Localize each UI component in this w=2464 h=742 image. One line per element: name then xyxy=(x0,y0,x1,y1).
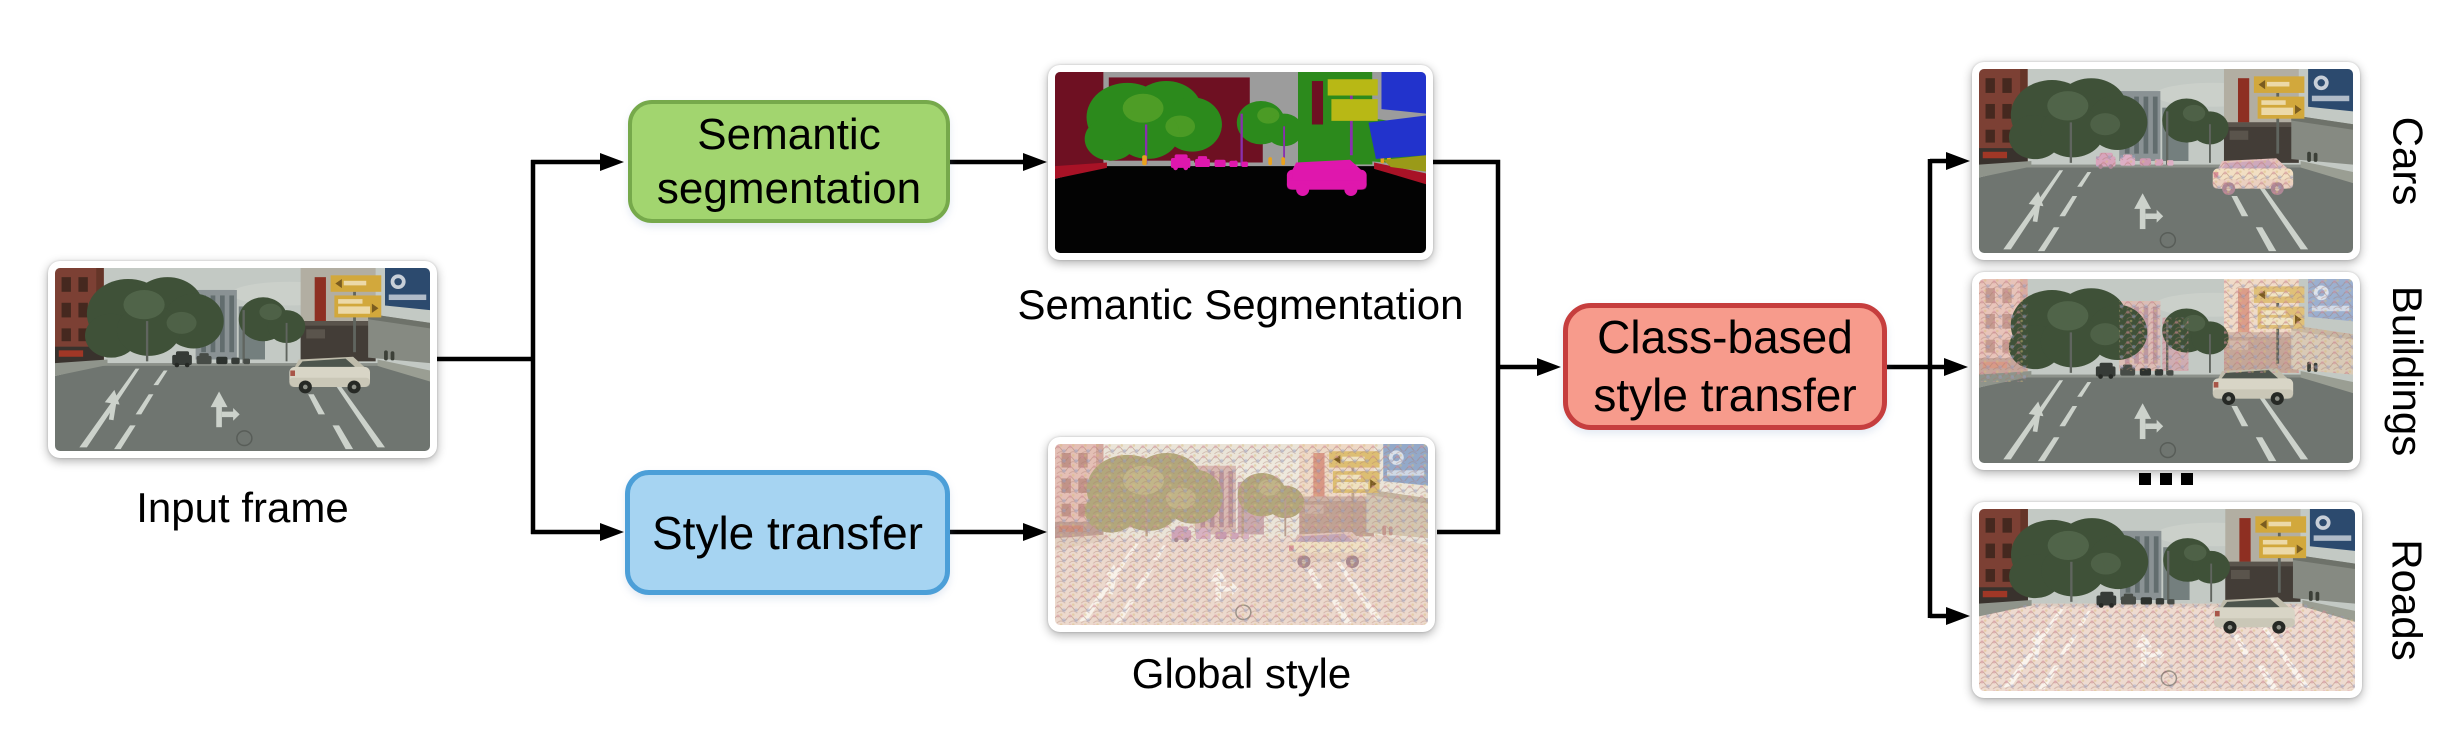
output-label-buildings-text: Buildings xyxy=(2384,285,2432,457)
output-label-roads-text: Roads xyxy=(2384,539,2431,661)
semantic-segmentation-image xyxy=(1048,65,1433,260)
output-cars-image xyxy=(1972,62,2360,260)
semantic-segmentation-caption: Semantic Segmentation xyxy=(1017,281,1464,328)
global-style-image xyxy=(1048,437,1435,632)
output-label-cars: Cars xyxy=(2352,62,2462,260)
edge-merge xyxy=(1433,159,1501,535)
ellipsis-more-outputs xyxy=(2130,473,2202,485)
semantic-segmentation-box: Semantic segmentation xyxy=(628,100,950,223)
style-transfer-box: Style transfer xyxy=(625,470,950,595)
output-buildings-image xyxy=(1972,272,2360,470)
output-label-cars-text: Cars xyxy=(2384,116,2431,206)
ellipsis-dot xyxy=(2139,473,2151,485)
global-style-caption: Global style xyxy=(1131,650,1352,697)
ellipsis-dot xyxy=(2160,473,2172,485)
class-based-style-transfer-box: Class-based style transfer xyxy=(1563,303,1887,430)
ellipsis-dot xyxy=(2181,473,2193,485)
output-label-roads: Roads xyxy=(2352,502,2462,698)
input-frame-caption: Input frame xyxy=(136,484,349,531)
output-roads-image xyxy=(1972,502,2362,698)
output-label-buildings: Buildings xyxy=(2352,272,2462,470)
input-frame-image xyxy=(48,261,437,458)
